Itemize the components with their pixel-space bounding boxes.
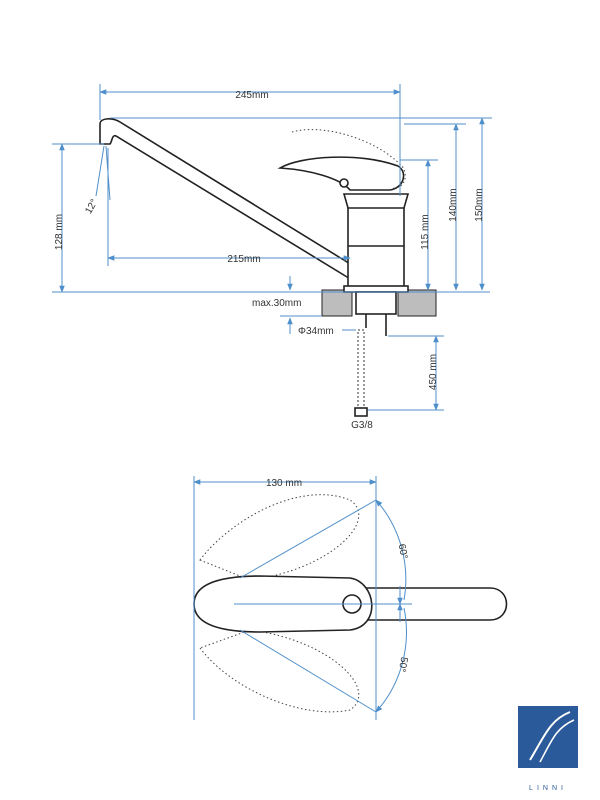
faucet-body xyxy=(347,195,405,289)
dim-body-height: 115 mm xyxy=(420,214,431,249)
side-view: 245mm 215mm 128 mm 12° 115 mm 140mm 150m… xyxy=(52,84,492,431)
lever-rotated-down-outline xyxy=(199,629,360,713)
lever xyxy=(277,156,405,191)
lever-rotated-up-outline xyxy=(199,494,360,581)
dim-angle-lower: 50° xyxy=(396,656,409,673)
logo-wordmark: LINNI xyxy=(529,785,567,792)
dim-overall-width: 245mm xyxy=(235,90,268,101)
dim-spout-reach: 215mm xyxy=(227,254,260,265)
dim-hose-length: 450 mm xyxy=(428,354,439,390)
lever-raised-outline xyxy=(291,129,406,189)
dim-total-height: 150mm xyxy=(474,188,485,221)
countertop-right xyxy=(397,289,437,317)
dim-hole-diameter: Φ34mm xyxy=(298,326,334,337)
dim-spout-angle: 12° xyxy=(83,197,100,216)
logo-mark xyxy=(518,706,578,768)
dim-spout-height: 128 mm xyxy=(54,214,65,250)
dim-lever-height: 140mm xyxy=(448,188,459,221)
dim-thread: G3/8 xyxy=(351,420,373,431)
dim-max-deck: max.30mm xyxy=(252,298,301,309)
top-view: 130 mm 60° 50° xyxy=(193,476,508,720)
brand-logo: LINNI xyxy=(518,706,578,792)
dim-top-width: 130 mm xyxy=(266,478,302,489)
dim-angle-upper: 60° xyxy=(396,543,409,560)
countertop-left xyxy=(321,289,353,317)
spout-top xyxy=(359,587,508,621)
hose xyxy=(357,329,365,411)
